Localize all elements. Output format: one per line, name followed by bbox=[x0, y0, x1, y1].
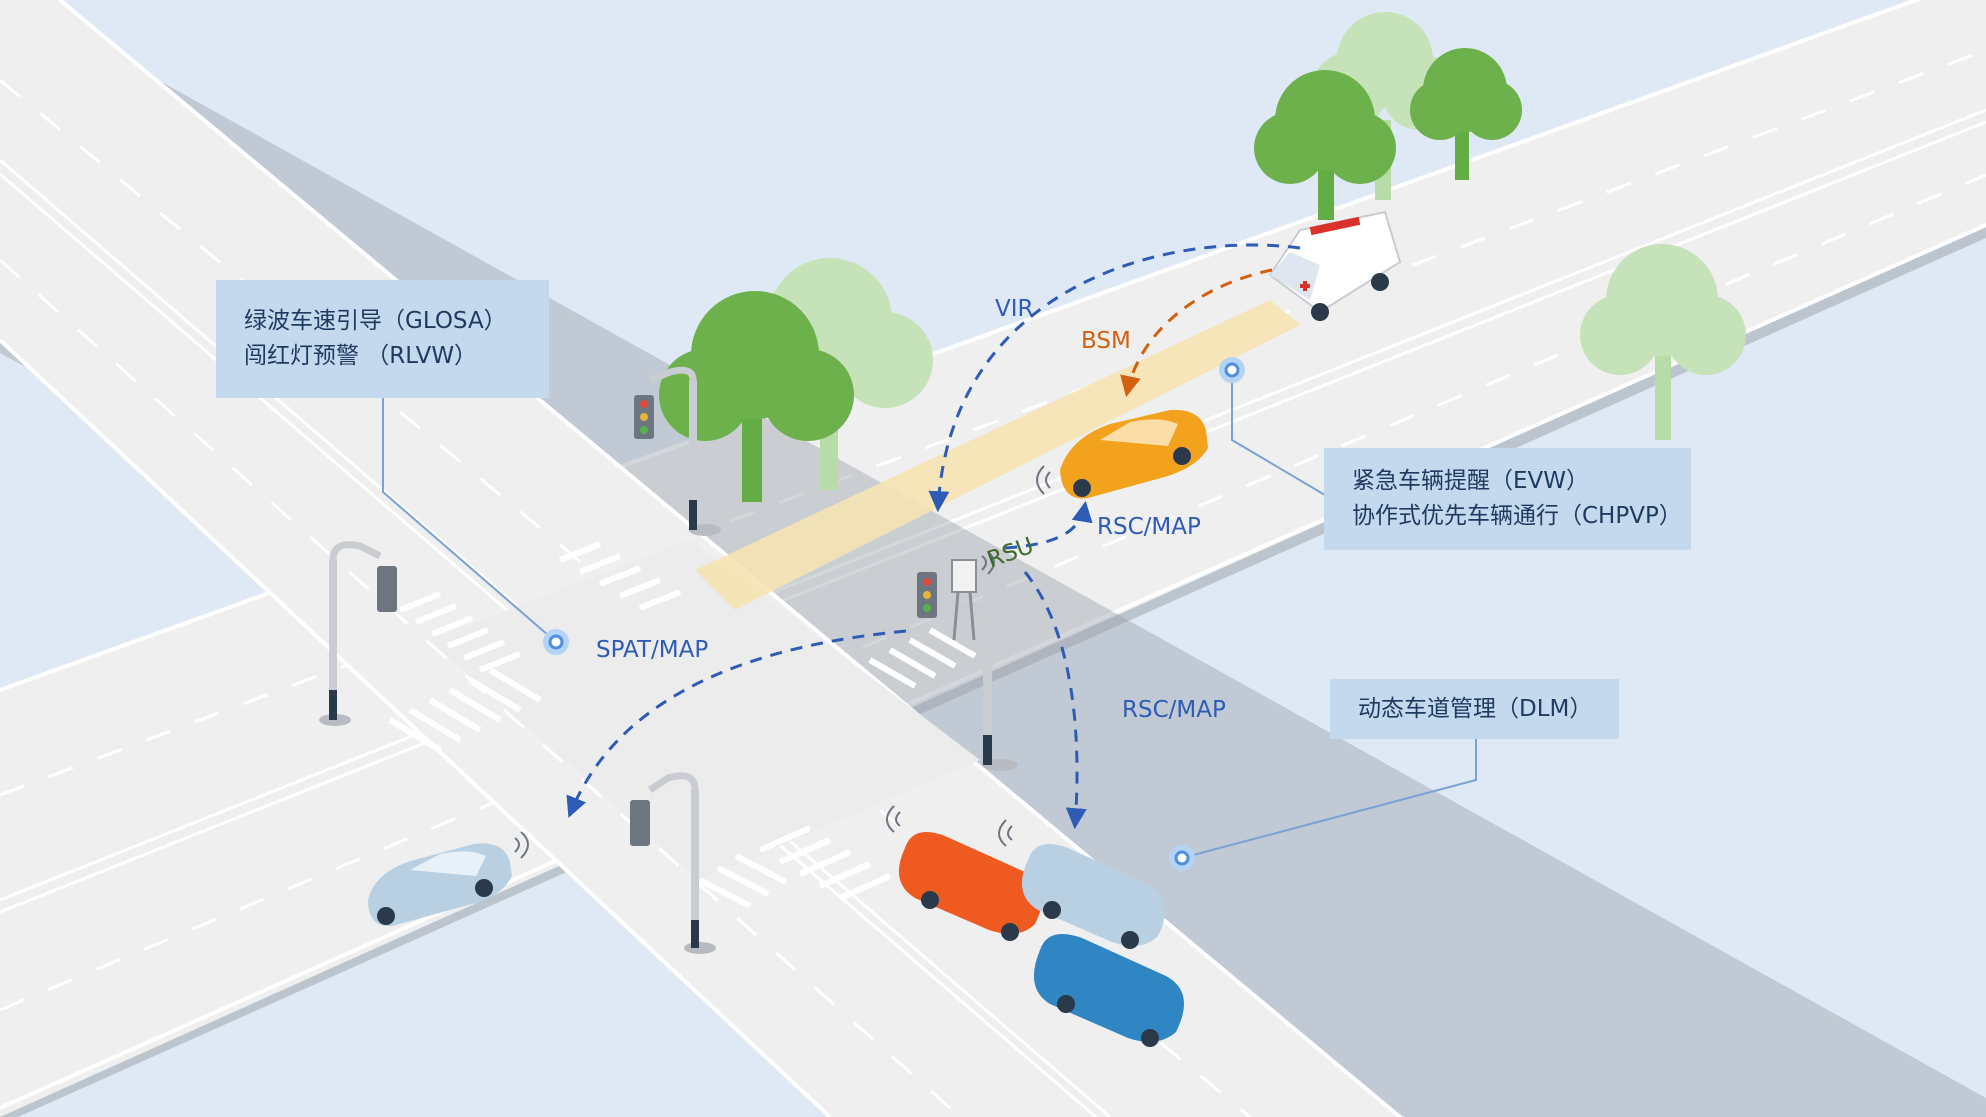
connector-dot-icon bbox=[543, 629, 569, 655]
traffic-light-icon bbox=[319, 541, 397, 726]
rsc-map-upper-arrow bbox=[1004, 500, 1093, 550]
bsm-label: BSM bbox=[1081, 328, 1131, 354]
car-icon bbox=[1060, 409, 1208, 499]
signal-wave-icon bbox=[514, 465, 1051, 859]
vir-label: VIR bbox=[995, 296, 1034, 322]
crosswalks bbox=[388, 541, 977, 909]
callout-evw-chpvp: 紧急车辆提醒（EVW） 协作式优先车辆通行（CHPVP） bbox=[1324, 448, 1691, 550]
connector-dot-icon bbox=[1219, 357, 1245, 383]
tree-icon bbox=[1254, 70, 1396, 220]
rsc-map-lower-arrow bbox=[1023, 571, 1087, 830]
spat-map-label: SPAT/MAP bbox=[596, 637, 708, 663]
spat-map-arrow bbox=[566, 629, 907, 818]
callout-evw-line1: 紧急车辆提醒（EVW） bbox=[1352, 468, 1590, 494]
rsu-antenna-icon bbox=[951, 551, 995, 641]
rsc-map-lower-label: RSC/MAP bbox=[1122, 697, 1226, 723]
intersection-area bbox=[430, 540, 980, 880]
traffic-light-icon bbox=[917, 572, 1018, 771]
connector-dot-icon bbox=[1169, 845, 1195, 871]
car-icon bbox=[368, 843, 512, 927]
ambulance-icon bbox=[1268, 210, 1402, 321]
tree-icon bbox=[1410, 48, 1522, 180]
callout-dlm: 动态车道管理（DLM） bbox=[1330, 679, 1619, 739]
car-icon bbox=[1033, 934, 1184, 1047]
priority-lane bbox=[695, 300, 1300, 610]
callout-glosa-line1: 绿波车速引导（GLOSA） bbox=[244, 308, 507, 334]
callout-glosa-line2: 闯红灯预警 （RLVW） bbox=[244, 343, 478, 369]
callout-connectors bbox=[382, 370, 1477, 859]
callout-glosa-rlvw: 绿波车速引导（GLOSA） 闯红灯预警 （RLVW） bbox=[216, 280, 549, 398]
callout-dlm-line1: 动态车道管理（DLM） bbox=[1358, 695, 1593, 722]
car-icon bbox=[1021, 844, 1166, 949]
bsm-arrow bbox=[1120, 268, 1273, 398]
tree-icon bbox=[659, 291, 854, 502]
car-icon bbox=[898, 832, 1043, 941]
vir-arrow bbox=[928, 243, 1301, 513]
callout-evw-line2: 协作式优先车辆通行（CHPVP） bbox=[1352, 503, 1682, 529]
tree-icon bbox=[1580, 244, 1746, 440]
traffic-light-icon bbox=[634, 366, 721, 536]
traffic-light-icon bbox=[630, 772, 716, 954]
rsc-map-upper-label: RSC/MAP bbox=[1097, 514, 1201, 540]
